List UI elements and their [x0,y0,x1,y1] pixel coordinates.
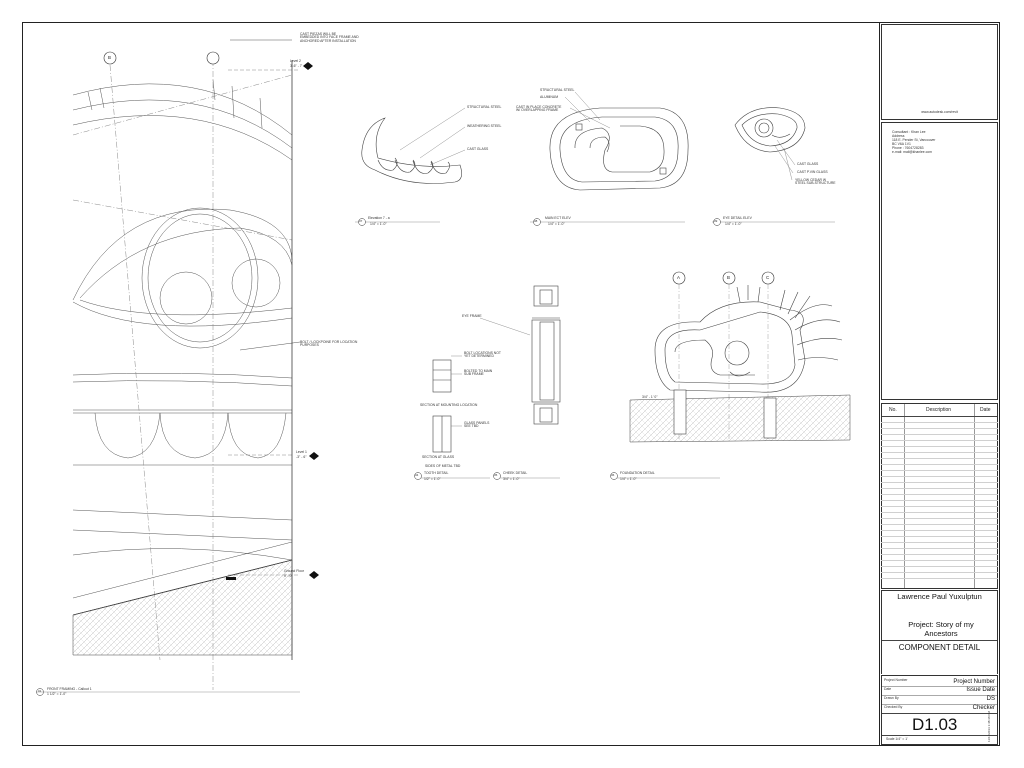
foundation-elevation: 3/4" - 1' 0" [642,395,658,399]
grid-marker-b: B [108,55,111,60]
view-num-05: 05 [494,473,498,477]
view-num-07: 07 [359,219,363,223]
sheet-name: COMPONENT DETAIL [898,643,981,652]
cheek-callout-glass-panels: GLASS PANELS SEE TBD [464,421,490,429]
project-info-box: Lawrence Paul Yuxulptun Project: Story o… [881,590,998,674]
field-value-checked-by: Checker [972,705,995,711]
view-num-06: 06 [611,473,615,477]
cheek-sides-metal: SIDES OF METAL TBD [425,464,461,468]
main-callout-steel: STRUCTURAL STEEL [540,88,575,92]
cheek-section-mounting: SECTION AT MOUNTING LOCATION [420,403,478,407]
print-timestamp: 11/13/2013 1:48:38 PM [987,711,991,742]
view-title-09: EYE DETAIL ELEV [723,216,752,220]
eye-callout-pvin: CAST P.VIN GLASS [797,170,828,174]
field-label-checked-by: Checked By [884,705,903,709]
rev-header-date: Date [980,407,991,413]
view-num-04: 04 [415,473,419,477]
cheek-section-glass: SECTION AT GLASS [422,455,455,459]
view-scale-08: 1/4" = 1'-0" [548,222,565,226]
consultant-line-3: 118 E. Pender St, Vancouver [892,138,936,142]
field-label-project-number: Project Number [884,678,908,682]
client-name: Lawrence Paul Yuxulptun [897,592,982,601]
main-callout-concrete: CAST IN PLACE CONCRETE W/ OVERLAPPING FR… [516,105,562,113]
grid-label-c: C [766,275,770,280]
note-cast-pieces: CAST PIEZAS WILL BE EMBEDDED INTO FACE F… [300,32,359,43]
consultant-line-6: e-mail: mail@khanlee.com [892,150,932,154]
field-label-date: Date [884,687,892,691]
revision-table: No. Description Date [881,403,998,589]
view-scale-09: 1/4" = 1'-0" [725,222,742,226]
level-2-elev: 3'-6" - 7' [290,64,303,68]
view-num-09: 09 [714,219,718,223]
cheek-callout-eye-frame: EYE FRAME [462,314,482,318]
view-title-07: Elevation 7 - a [368,216,390,220]
eye-callout-cedar: YELLOW CEDAR W STEEL SUB-STRUCTURE [795,178,836,186]
grid-label-a: A [677,275,680,280]
tooth-callout-glass: CAST GLASS [467,147,489,151]
view-title-06: FOUNDATION DETAIL [620,471,655,475]
logo-box: www.autodesk.com/revit [881,24,998,120]
view-title-04: TOOTH DETAIL [424,471,449,475]
field-value-project-number: Project Number [953,679,995,685]
level-1-name: Level 1 [296,450,307,454]
view-scale-04: 1/2" = 1'-0" [424,477,441,481]
website-text: www.autodesk.com/revit [921,110,958,114]
view-title-05: CHEEK DETAIL [503,471,528,475]
view-num-01: 01 [38,689,42,693]
tooth-callout-weathering: WEATHERING STEEL [467,124,502,128]
tooth-callout-steel: STRUCTURAL STEEL [467,105,502,109]
project-name: Project: Story of my Ancestors [908,620,974,639]
view-scale-07: 1/4" = 1'-0" [370,222,387,226]
level-1-elev: -3'' - 6'' [296,455,307,459]
ground-floor-name: Ground Floor [284,569,304,573]
consultant-line-5: Phone : 7604728283 [892,146,924,150]
view-num-08: 08 [534,219,538,223]
field-label-drawn-by: Drawn By [884,696,899,700]
rev-header-no: No. [889,407,897,413]
title-block [879,22,1000,746]
sheet-number: D1.03 [912,715,958,734]
sheet-fields-box: Project Number Project Number Date Issue… [881,675,998,745]
consultant-line-1: Consultant : Khan Lee [892,130,926,134]
field-value-date: Issue Date [966,687,995,693]
main-callout-aluminum: ALUMINUM [540,95,559,99]
consultant-line-4: BC V6A 1V1 [892,142,911,146]
note-bolt-location: BOLT / LOCKPOINE FOR LOCATION PURPOSES [300,340,358,348]
drawing-sheet-border [22,22,1000,746]
grid-label-b: B [727,275,730,280]
rev-header-description: Description [926,407,952,413]
eye-callout-glass: CAST GLASS [797,162,819,166]
field-value-drawn-by: DS [986,696,995,702]
sheet-scale: Scale 1/4" = 1' [886,737,908,741]
view-scale-01: 1 1/2" = 1'-0" [47,692,67,696]
view-title-01: FRONT FRAMING - Callout 1 [47,687,92,691]
consultant-line-2: Address [892,134,905,138]
view-scale-06: 1/4" = 1'-0" [620,477,637,481]
view-title-08: MAIN ECT ELEV [545,216,571,220]
cheek-callout-bolts: BOLT LOCATIONS NOT YET DETERMINED [464,351,501,359]
view-scale-05: 3/4" = 1'-0" [503,477,520,481]
consultant-box: Consultant : Khan Lee Address 118 E. Pen… [881,122,998,400]
level-2-name: Level 2 [290,59,301,63]
cheek-callout-bolted: BOLTED TO MAIN SUB FRAME [464,369,493,377]
ground-floor-elev: 0' - 0" [284,574,293,578]
